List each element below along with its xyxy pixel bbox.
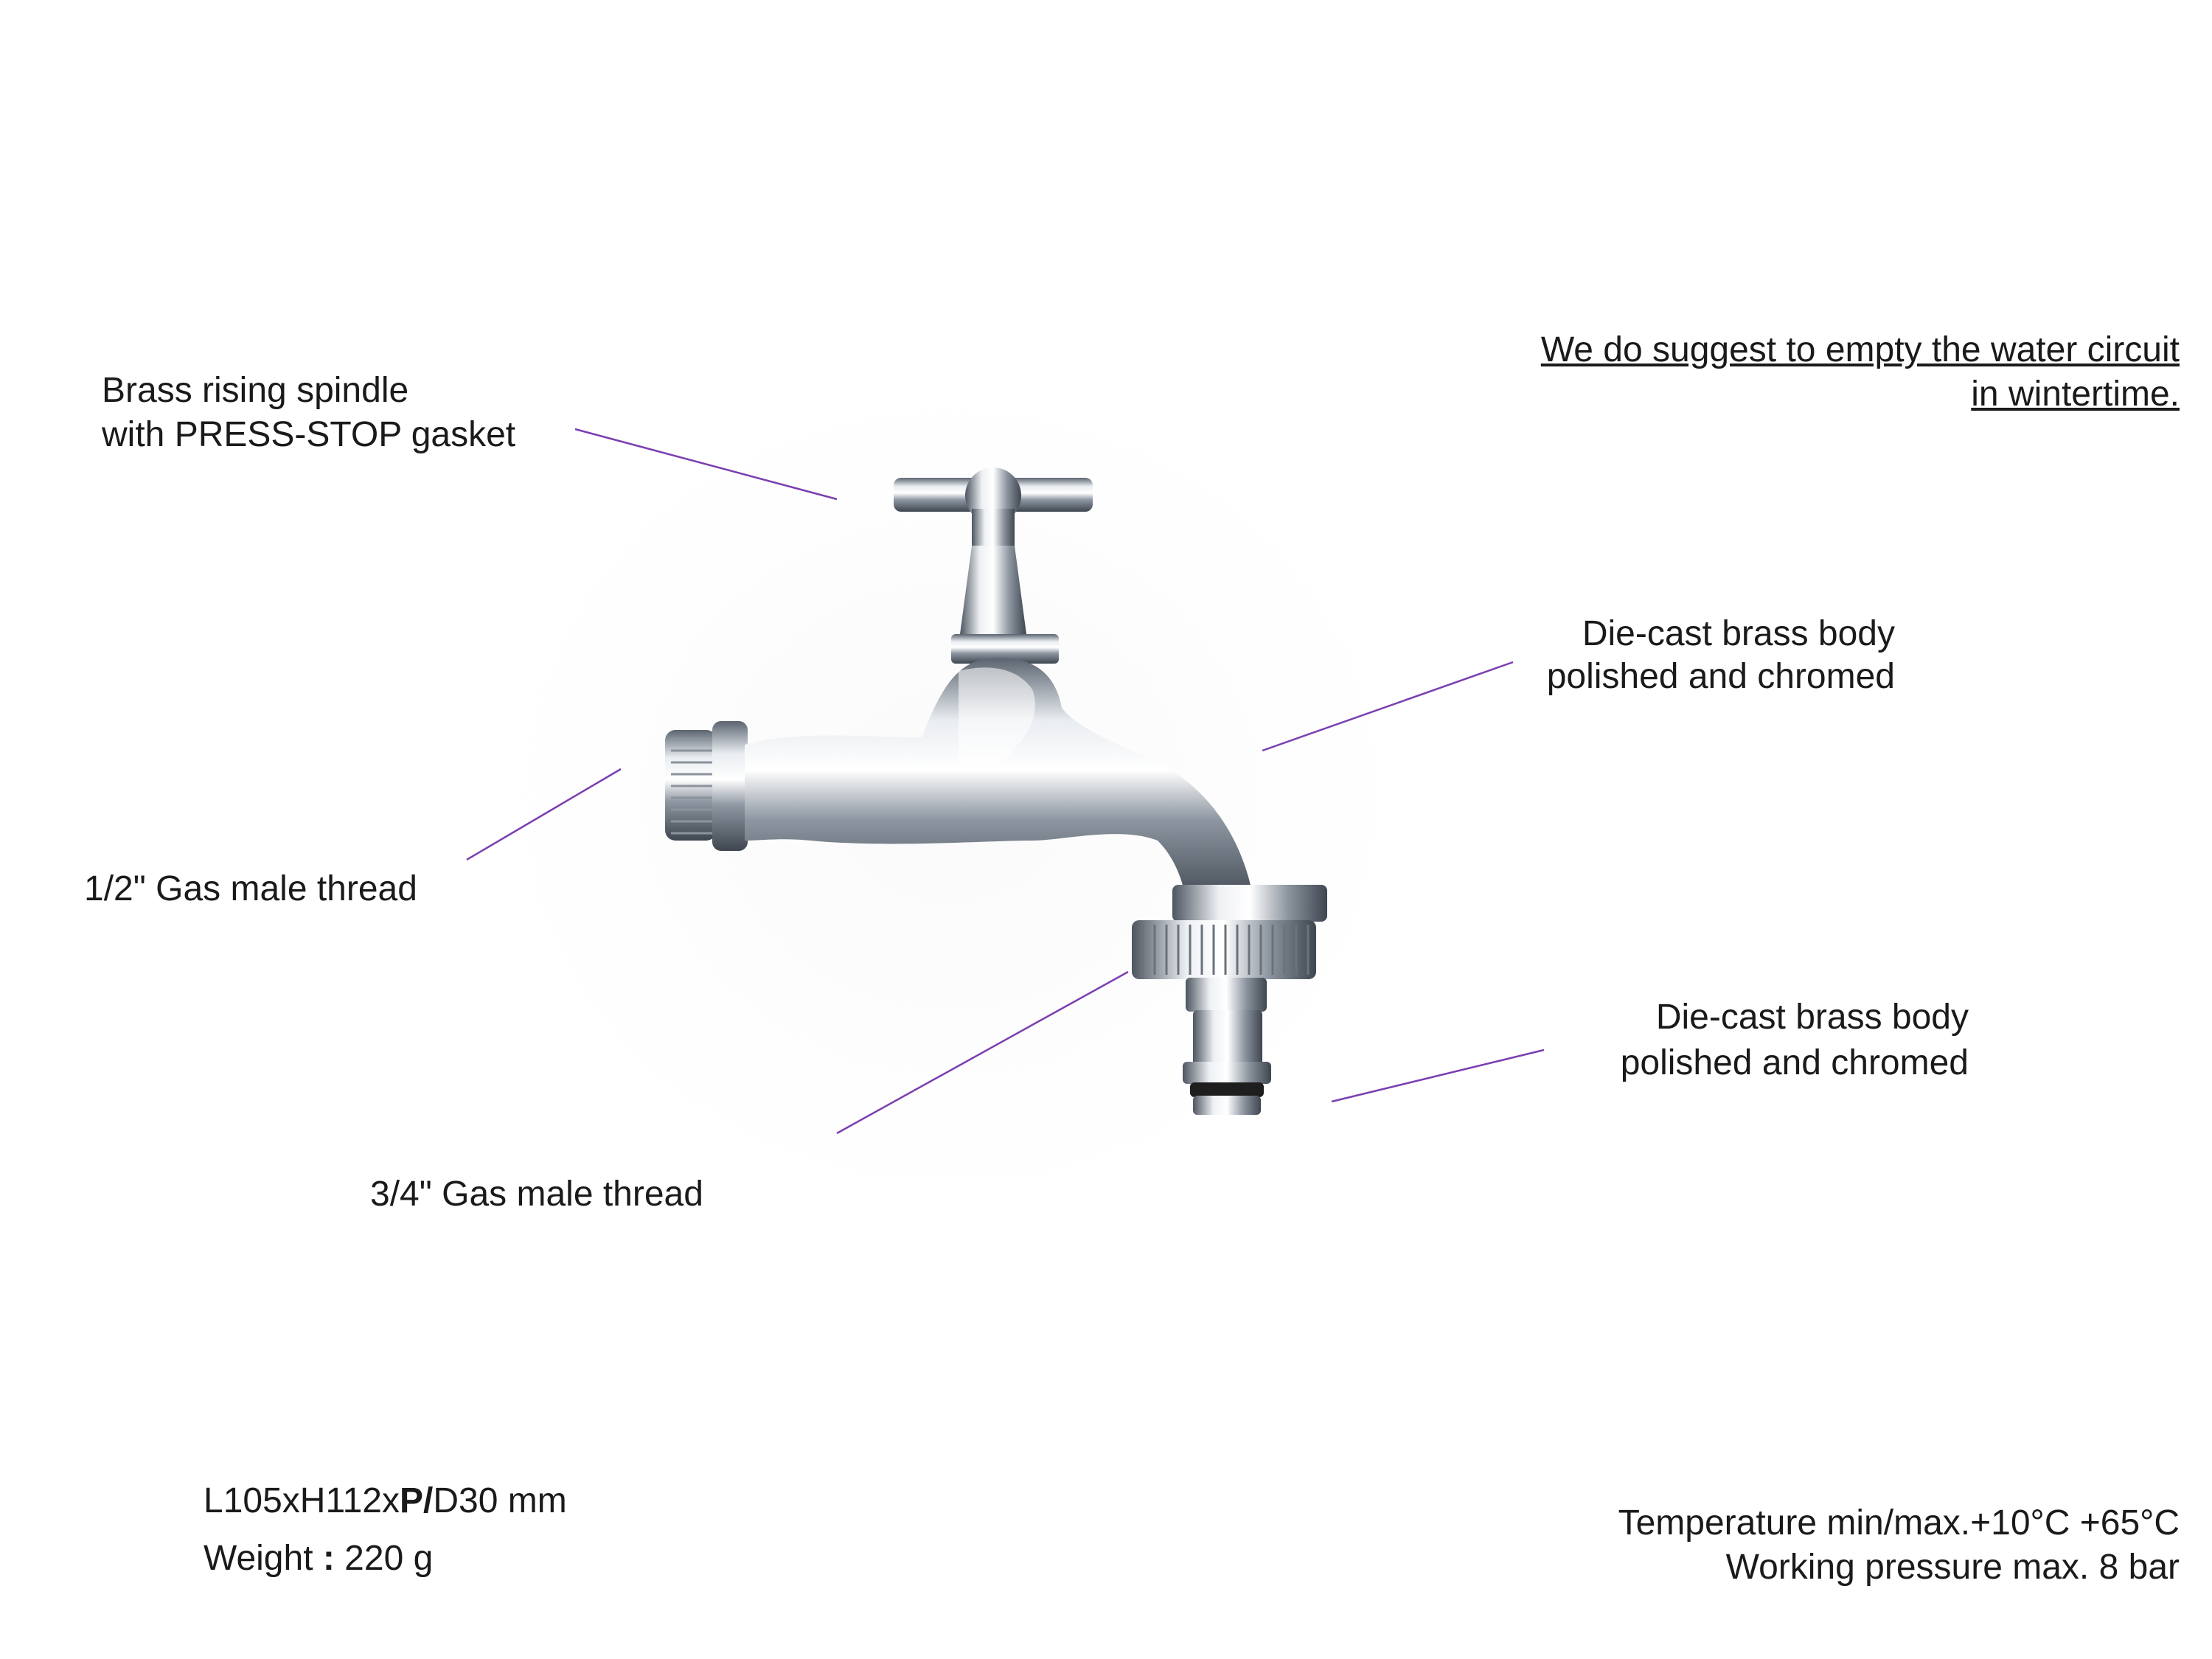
body-top-leader-line (1262, 661, 1514, 752)
outlet-thread-leader-line (836, 970, 1129, 1135)
body-top-label-line-1: Die-cast brass body (1582, 614, 1895, 653)
body-top-label-line-2: polished and chromed (1546, 657, 1895, 696)
dimensions-suffix: D30 mm (433, 1481, 567, 1520)
dimensions-text: L105xH112xP/D30 mm (204, 1479, 567, 1523)
pressure-text: Working pressure max. 8 bar (1725, 1548, 2180, 1587)
winter-notice-line-1: We do suggest to empty the water circuit (1540, 330, 2180, 369)
inlet-thread-label: 1/2" Gas male thread (84, 869, 417, 908)
weight-text: Weight : 220 g (204, 1537, 433, 1581)
body-bottom-label-line-2: polished and chromed (1620, 1043, 1969, 1082)
spindle-stem (951, 546, 1059, 664)
dimensions-bold: P/ (399, 1481, 434, 1520)
inlet-thread-leader-line (466, 768, 622, 861)
spindle-label-line-1: Brass rising spindle (102, 371, 409, 410)
winter-notice-line-2: in wintertime. (1971, 375, 2180, 414)
body-bottom-label-line-1: Die-cast brass body (1655, 998, 1969, 1037)
outlet-thread-label: 3/4" Gas male thread (370, 1175, 703, 1214)
weight-label: Weight (204, 1539, 323, 1578)
spindle-leader-line (574, 428, 838, 501)
weight-separator: : (322, 1539, 335, 1578)
hose-connector (1183, 978, 1271, 1115)
body-bottom-leader-line (1331, 1048, 1545, 1103)
dimensions-prefix: L105xH112x (204, 1481, 400, 1520)
tap-body (745, 658, 1253, 907)
temperature-text: Temperature min/max.+10°C +65°C (1618, 1503, 2180, 1543)
weight-value: 220 g (334, 1539, 434, 1578)
spindle-label-line-2: with PRESS-STOP gasket (102, 415, 516, 454)
inlet-thread (665, 721, 748, 851)
knurled-nut (1132, 885, 1327, 979)
